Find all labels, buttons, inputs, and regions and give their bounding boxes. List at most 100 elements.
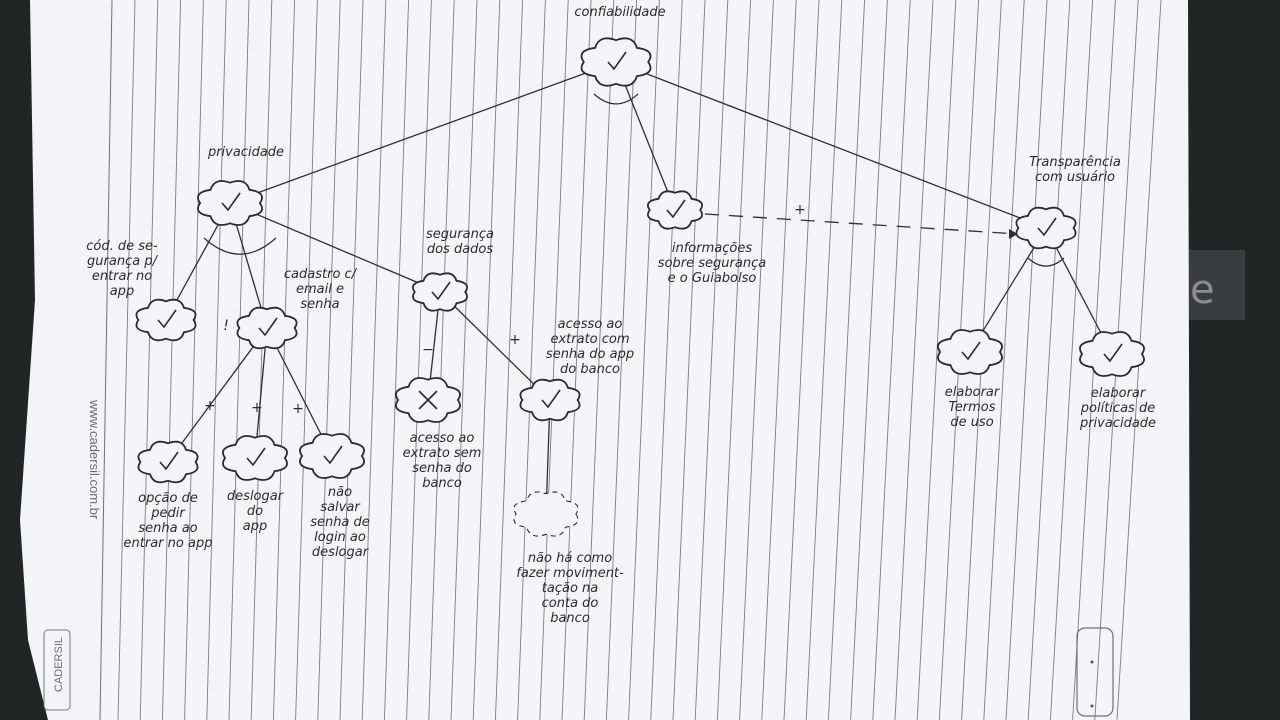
ruled-line: [539, 0, 569, 720]
ruled-line: [206, 0, 227, 720]
check-icon: [159, 451, 179, 471]
cloud-shape: [647, 190, 703, 230]
node-label-line: Transparência: [1029, 155, 1121, 170]
node-label-line: app: [110, 284, 134, 299]
ruled-line: [783, 0, 820, 720]
check-icon: [323, 445, 343, 465]
ruled-line: [184, 0, 204, 720]
edge-mark: +: [509, 332, 521, 348]
cloud-shape: [412, 272, 468, 312]
cloud-shape: [519, 378, 581, 422]
and-arc-confiabilidade: [593, 93, 639, 105]
cloud-shape: [135, 298, 197, 342]
node-label-line: políticas de: [1080, 401, 1155, 416]
node-label-line: extrato com: [550, 332, 629, 347]
node-label-line: app: [243, 519, 267, 534]
edge-mark: +: [251, 400, 263, 416]
ruled-line: [517, 0, 546, 720]
node-label-line: pedir: [150, 506, 186, 521]
node-label-line: não: [328, 485, 352, 500]
edge-mark: +: [794, 202, 806, 218]
node-label-line: gurança p/: [87, 254, 159, 269]
cloud-shape: [236, 306, 298, 350]
brand-frame: [43, 629, 71, 711]
ruled-line: [250, 0, 273, 720]
node-label-line: não há como: [528, 551, 612, 566]
edge-confiabilidade-informacoes: [615, 61, 676, 211]
ruled-line: [805, 0, 843, 720]
node-label-line: senha de: [310, 515, 370, 530]
node-label-line: login ao: [314, 530, 366, 545]
node-label-line: banco: [422, 476, 462, 491]
node-label-line: do: [247, 504, 263, 519]
node-label-line: senha ao: [138, 521, 197, 536]
cloud-shape: [222, 435, 288, 481]
paper-side-text: www.cadersil.com.br: [87, 399, 102, 520]
node-label-line: privacidade: [207, 145, 284, 160]
check-icon: [961, 341, 981, 361]
edge-privacidade-seguranca-dados: [229, 202, 441, 293]
check-icon: [1103, 343, 1123, 363]
and-arc-transparencia: [1027, 257, 1065, 267]
node-confiabilidade: confiabilidade: [574, 5, 666, 87]
ruled-line: [139, 0, 159, 720]
check-icon: [607, 51, 627, 71]
and-arc-privacidade: [203, 237, 277, 255]
ruled-line: [383, 0, 410, 720]
ruled-line: [1049, 0, 1094, 720]
printed-scroll-mark: [1076, 627, 1114, 717]
margin-line: [99, 0, 113, 720]
ruled-line: [628, 0, 660, 720]
node-label-line: sobre segurança: [658, 256, 766, 271]
ruled-line: [228, 0, 250, 720]
node-label-line: Termos: [948, 400, 995, 415]
ruled-line: [406, 0, 432, 720]
cloud-shape: [513, 491, 579, 537]
edge-seguranca-dados-acesso-extrato-com: [439, 291, 551, 401]
node-label-line: privacidade: [1079, 416, 1156, 431]
ruled-line: [561, 0, 592, 720]
node-label-line: elaborar: [945, 385, 1001, 400]
node-label-line: confiabilidade: [574, 5, 665, 20]
ruled-line: [1005, 0, 1048, 720]
ruled-line: [650, 0, 683, 720]
node-label-line: conta do: [542, 596, 599, 611]
edge-informacoes-transparencia: [704, 213, 1019, 235]
notebook-paper: [20, 0, 1190, 720]
ruled-line: [117, 0, 136, 720]
check-icon: [157, 309, 177, 329]
check-icon: [666, 199, 686, 219]
node-label-line: salvar: [320, 500, 361, 515]
ruled-line: [583, 0, 615, 720]
ruled-line: [850, 0, 888, 720]
node-label-line: senha do app: [546, 347, 634, 362]
node-label-line: cód. de se-: [86, 239, 158, 254]
ruled-line: [339, 0, 364, 720]
node-privacidade: privacidade: [197, 145, 284, 226]
ruled-line: [295, 0, 318, 720]
node-label-line: dos dados: [427, 242, 494, 257]
ruled-line: [472, 0, 501, 720]
